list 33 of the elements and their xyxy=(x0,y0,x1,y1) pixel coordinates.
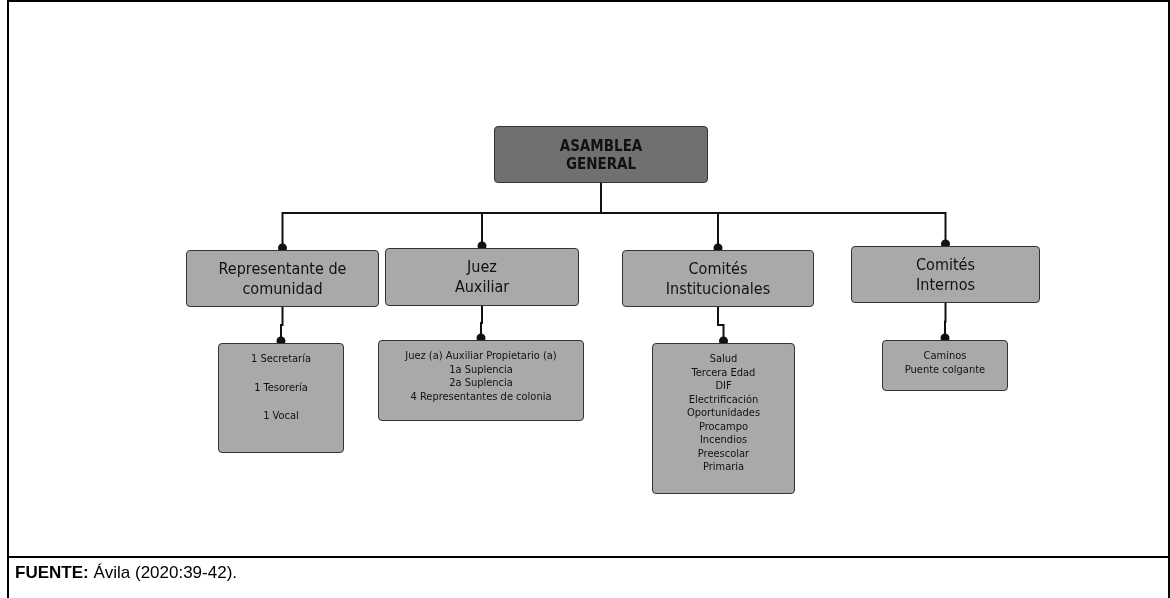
list-item: 1 Secretaría xyxy=(251,352,311,366)
list-item: 1 Tesorería xyxy=(254,380,308,394)
list-item: Oportunidades xyxy=(686,406,761,420)
list-item: Juez (a) Auxiliar Propietario (a) xyxy=(405,349,557,363)
source-caption: FUENTE: Ávila (2020:39-42). xyxy=(15,563,238,583)
box-title: Juez Auxiliar xyxy=(453,257,511,297)
list-item: Preescolar xyxy=(697,446,750,460)
box-title: Comités Internos xyxy=(915,254,976,295)
list-item: 1a Suplencia xyxy=(449,362,513,376)
org-box xyxy=(622,250,814,307)
box-title: Comités Institucionales xyxy=(664,258,772,299)
list-item: Caminos xyxy=(923,349,967,363)
list-item: 2a Suplencia xyxy=(449,376,513,390)
org-box xyxy=(378,340,584,421)
list-item: 1 Vocal xyxy=(263,409,299,423)
list-item: Puente colgante xyxy=(904,362,986,376)
list-item: DIF xyxy=(715,379,732,393)
org-box xyxy=(652,343,795,494)
list-item: Salud xyxy=(709,352,738,366)
org-box xyxy=(494,126,708,183)
list-item: 4 Representantes de colonia xyxy=(410,389,552,403)
list-item: Tercera Edad xyxy=(691,365,756,379)
org-box xyxy=(882,340,1008,391)
org-box xyxy=(218,343,344,453)
org-box xyxy=(851,246,1040,303)
box-title: Representante de comunidad xyxy=(217,258,348,299)
org-box xyxy=(186,250,379,307)
list-item: Procampo xyxy=(698,419,749,433)
box-title: ASAMBLEA GENERAL xyxy=(558,136,644,173)
list-item: Electrificación xyxy=(688,392,759,406)
org-box xyxy=(385,248,579,306)
list-item: Incendios xyxy=(699,433,748,447)
list-item: Primaria xyxy=(702,460,745,474)
